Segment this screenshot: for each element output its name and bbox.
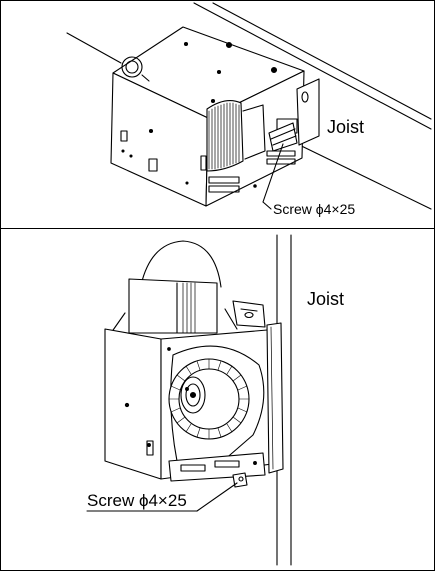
- top-fan-box-illustration: [66, 2, 432, 210]
- screw-leader-line: [262, 143, 284, 210]
- box-front-face: [200, 70, 305, 207]
- lower-bracket: [168, 452, 266, 488]
- housing-left-face: [104, 328, 165, 480]
- screw-label: Screw ϕ4×25: [87, 491, 187, 510]
- joist-lines: [66, 2, 432, 210]
- bottom-installation-panel: Joist Screw ϕ4×25: [0, 228, 435, 571]
- duct-adapter: [110, 240, 238, 334]
- joist-label: Joist: [307, 289, 345, 309]
- bottom-fan-unit-illustration: [86, 234, 292, 566]
- screw-leader-line: [86, 482, 238, 512]
- mounting-bracket: [268, 78, 320, 152]
- joist-label: Joist: [327, 117, 365, 137]
- upper-bracket: [232, 300, 266, 328]
- blower-wheel: [168, 345, 265, 462]
- joist-mounting-plate: [266, 322, 284, 474]
- screw-label: Screw ϕ4×25: [273, 201, 356, 217]
- top-installation-panel: Joist Screw ϕ4×25: [0, 0, 435, 229]
